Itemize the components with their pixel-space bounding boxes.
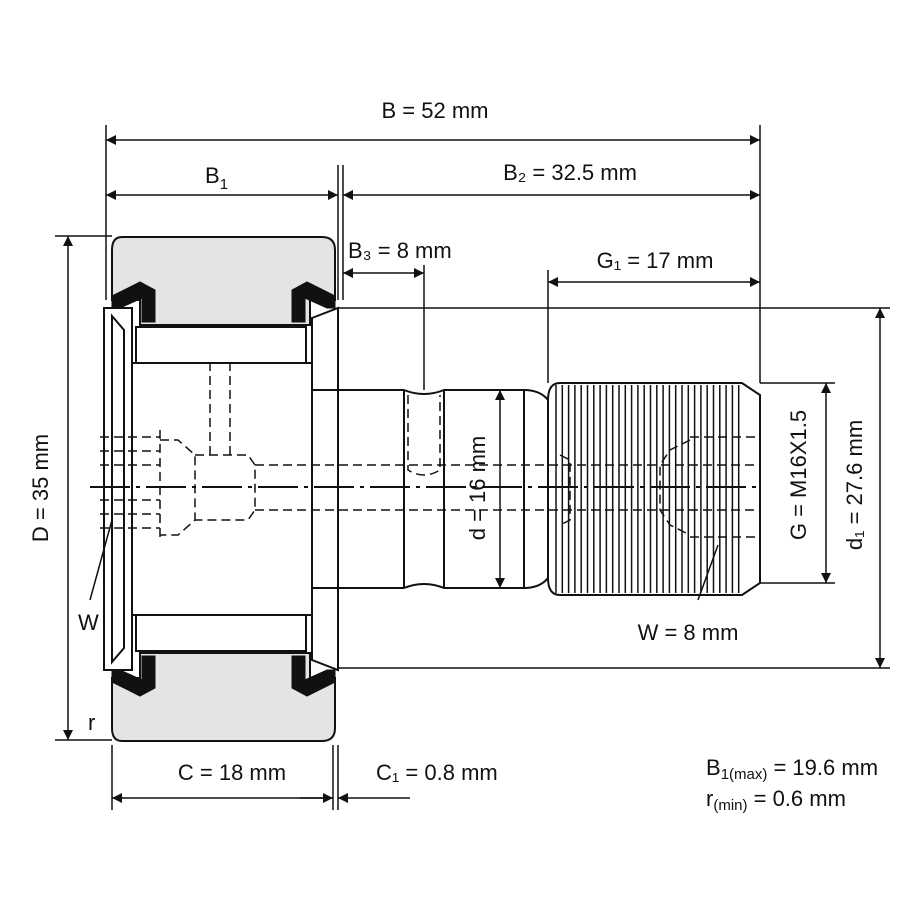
c1-label: C₁ = 0.8 mm bbox=[376, 760, 498, 785]
b1-max-sub: 1(max) bbox=[721, 766, 768, 783]
stud-head bbox=[103, 306, 339, 672]
needle-roller-bottom bbox=[135, 614, 307, 652]
r-min-sub: (min) bbox=[713, 797, 747, 814]
stud-diameter-label: d = 16 mm bbox=[465, 436, 490, 541]
needle-roller-top bbox=[135, 326, 307, 364]
outer-ring bbox=[111, 236, 336, 742]
overall-width-label: B = 52 mm bbox=[382, 98, 489, 123]
b1-max-value: = 19.6 mm bbox=[767, 755, 878, 780]
dimension-lines bbox=[63, 135, 885, 803]
w-left-label: W bbox=[78, 610, 99, 635]
outer-diameter-label: D = 35 mm bbox=[28, 434, 53, 542]
g1-label: G₁ = 17 mm bbox=[597, 248, 714, 273]
r-min-main: r bbox=[706, 786, 713, 811]
r-min-value: = 0.6 mm bbox=[748, 786, 846, 811]
stud-body bbox=[312, 389, 549, 589]
b3-label: B₃ = 8 mm bbox=[348, 238, 452, 263]
radius-label: r bbox=[88, 710, 95, 735]
b1-label-main: B bbox=[205, 163, 220, 188]
b1-label-sub: 1 bbox=[220, 176, 228, 193]
thread-label: G = M16X1.5 bbox=[786, 410, 811, 540]
b1-label: B1 bbox=[205, 163, 228, 193]
seal-bottom-right bbox=[291, 655, 336, 697]
flange-diameter-label: d₁ = 27.6 mm bbox=[842, 420, 867, 550]
hidden-lines bbox=[90, 362, 760, 540]
seal-top-right bbox=[291, 281, 336, 323]
thread bbox=[547, 382, 761, 596]
b2-label: B₂ = 32.5 mm bbox=[503, 160, 637, 185]
w-right-label: W = 8 mm bbox=[638, 620, 739, 645]
b1-max-note: B1(max) = 19.6 mm bbox=[706, 755, 878, 783]
r-min-note: r(min) = 0.6 mm bbox=[706, 786, 846, 814]
c-label: C = 18 mm bbox=[178, 760, 286, 785]
b1-max-main: B bbox=[706, 755, 721, 780]
